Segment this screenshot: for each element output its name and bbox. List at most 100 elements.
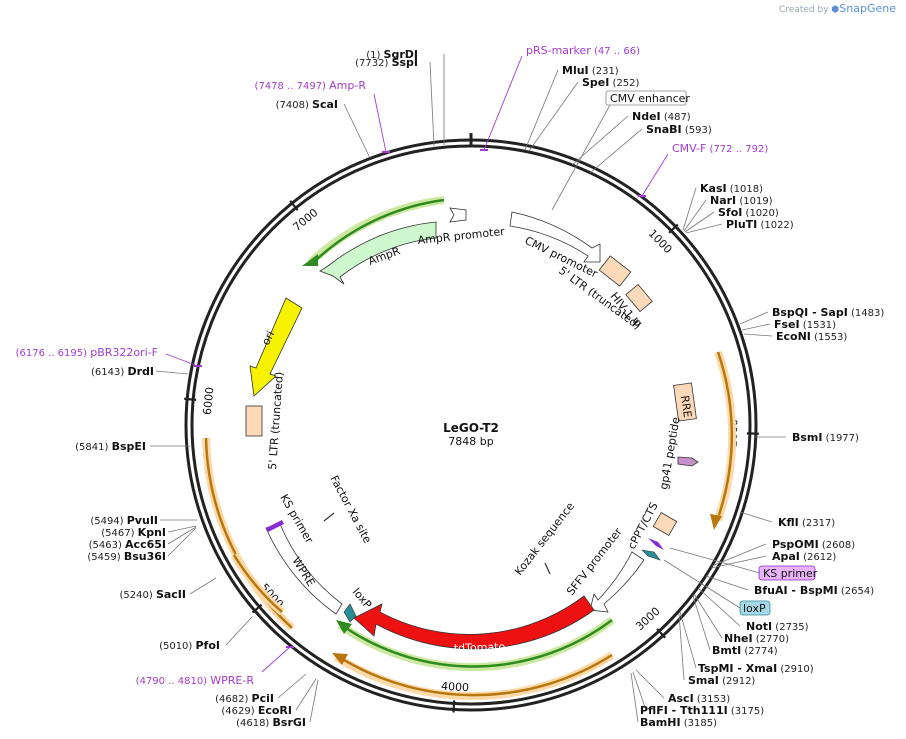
tick-mark-7000 — [289, 200, 299, 211]
site-label-pcii: (4682) PciI — [215, 692, 274, 705]
leader-26 — [630, 672, 639, 723]
leader-lines — [150, 54, 786, 723]
feature-rre: RRE — [678, 395, 694, 419]
site-label-sgrdi: (1) SgrDI — [366, 48, 418, 61]
tick-mark-3000 — [656, 628, 666, 639]
ampr-orf-head — [302, 254, 318, 266]
cppt-box — [652, 512, 678, 536]
rre-box — [673, 382, 697, 422]
wpre-feature — [265, 523, 343, 615]
loxp-left-marker — [343, 603, 357, 623]
site-label-nhei: NheI (2770) — [724, 632, 789, 645]
site-label-spei: SpeI (252) — [582, 76, 640, 89]
orange-orf-bottom-line — [343, 653, 613, 697]
ampr-orf-line — [315, 198, 445, 261]
leader-15 — [739, 511, 773, 523]
site-label-bmti: BmtI (2774) — [712, 644, 778, 657]
snapgene-logo-icon: ⬢ — [831, 5, 840, 15]
site-label-pspomi: PspOMI (2608) — [772, 538, 855, 551]
leader-13 — [743, 333, 773, 337]
plasmid-size: 7848 bp — [448, 435, 493, 448]
orange-orf-bottom-head — [332, 653, 348, 665]
green-orf-bottom-head — [336, 620, 352, 634]
tick-mark-6000 — [184, 397, 197, 401]
site-label-nari: NarI (1019) — [710, 194, 773, 207]
feature-ori: ori — [259, 329, 277, 348]
feature-ltr3: 5' LTR (truncated) — [266, 371, 286, 470]
leader-30 — [225, 616, 253, 646]
sffv-promoter-feature — [589, 551, 645, 613]
site-label-sfoi: SfoI (1020) — [718, 206, 779, 219]
leader-28 — [295, 678, 317, 711]
primer-label-pbr322ori-f: (6176 .. 6195) pBR322ori-F — [16, 346, 158, 359]
site-label-bsu36i: (5459) Bsu36I — [87, 550, 166, 563]
site-label-fsei: FseI (1531) — [774, 318, 836, 331]
leader-6 — [589, 128, 643, 174]
leader-29 — [277, 673, 307, 699]
ori-feature — [249, 297, 303, 397]
site-label-bspei: (5841) BspEI — [75, 440, 146, 453]
leader-4 — [528, 81, 579, 152]
feature-tdtomato: tdTomato — [454, 640, 506, 655]
site-label-drdi: (6143) DrdI — [91, 365, 154, 378]
tick-label-4000: 4000 — [441, 680, 470, 695]
leader-18 — [705, 575, 749, 591]
site-label-bspqi-sapi: BspQI - SapI (1483) — [772, 306, 884, 319]
leader-1 — [429, 61, 435, 147]
leader-34 — [167, 525, 197, 533]
primer-label-prs-marker: pRS-marker (47 .. 66) — [526, 44, 640, 57]
leader-9 — [684, 211, 715, 233]
leader-37 — [155, 370, 189, 375]
primer-leader-4 — [261, 646, 291, 673]
plasmid-name: LeGO-T2 — [443, 421, 499, 435]
leader-12 — [741, 323, 771, 331]
kozak-marker — [544, 562, 551, 575]
orange-orf-right-line — [716, 351, 734, 516]
site-label-ecori: (4629) EcoRI — [221, 704, 292, 717]
cmv-promoter-feature — [509, 211, 601, 263]
green-orf-bottom-line — [345, 619, 613, 668]
site-label-sspi: (7732) SspI — [355, 56, 418, 69]
primer-leader-1 — [373, 93, 387, 153]
site-label-pflfi-tth111i: PflFI - Tth111I (3175) — [640, 704, 764, 717]
site-label-kfli: KflI (2317) — [778, 516, 835, 529]
feature-factor-xa: Factor Xa site — [327, 473, 374, 545]
orange-orf-left-inner-line — [232, 554, 283, 613]
ks-primer-leader — [669, 547, 761, 574]
ltr5-box — [598, 255, 632, 287]
ampr-feature — [319, 221, 437, 285]
leader-25 — [632, 671, 647, 711]
tick-mark-4000 — [452, 700, 456, 713]
site-label-bamhi: BamHI (3185) — [640, 716, 717, 729]
site-label-bsrgi: (4618) BsrGI — [236, 716, 306, 729]
leader-11 — [739, 311, 769, 325]
cmv-enhancer-leader — [551, 104, 611, 211]
site-label-kasi: KasI (1018) — [700, 182, 763, 195]
loxp-leader — [663, 559, 741, 609]
site-label-snabi: SnaBI (593) — [646, 123, 712, 136]
credit-prefix: Created by — [779, 5, 829, 15]
cmv-enhancer-label: CMV enhancer — [610, 92, 690, 105]
site-label-acc65i: (5463) Acc65I — [89, 538, 166, 551]
cppt-marker-1 — [648, 538, 664, 550]
tick-mark-1000 — [668, 223, 679, 234]
primer-label-amp-r: (7478 .. 7497) Amp-R — [255, 79, 367, 92]
site-label-smai: SmaI (2912) — [688, 674, 755, 687]
primer-leader-3 — [165, 353, 199, 367]
orange-orf-right-head — [710, 514, 722, 530]
ks-primer-box-label: KS primer — [763, 567, 818, 580]
site-label-apai: ApaI (2612) — [772, 550, 836, 563]
ks-primer-left-marker — [266, 520, 284, 532]
hiv-psi-box — [625, 283, 653, 313]
leader-7 — [682, 187, 697, 231]
credit-brand: SnapGene — [839, 2, 896, 15]
ltr3-box — [245, 405, 263, 437]
site-label-noti: NotI (2735) — [746, 620, 809, 633]
leader-32 — [167, 527, 197, 557]
primer-leader-0 — [483, 55, 523, 151]
leader-21 — [692, 595, 711, 651]
primer-leader-2 — [641, 153, 669, 197]
leader-31 — [189, 577, 217, 595]
snapgene-credit: Created by ⬢SnapGene — [779, 2, 896, 15]
